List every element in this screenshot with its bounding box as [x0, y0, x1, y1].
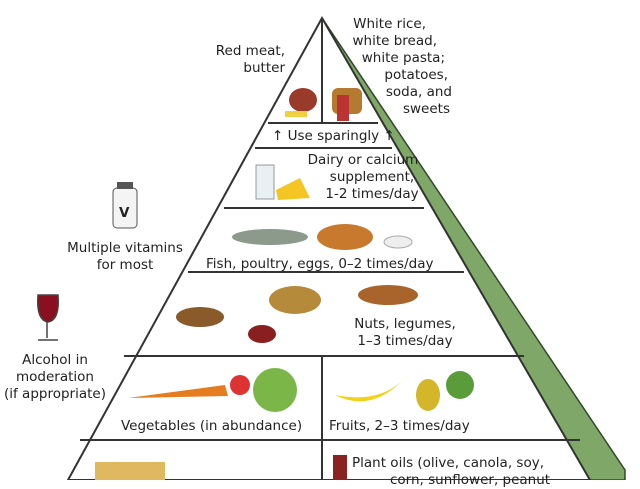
label-alcohol: Alcohol in moderation (if appropriate) [2, 352, 108, 403]
label-line: 1-2 times/day [325, 186, 419, 202]
label-line: Alcohol in [22, 352, 88, 368]
soda-can-image [337, 95, 349, 121]
banana-image [335, 372, 410, 402]
label-line: for most [96, 257, 154, 273]
label-line: (if appropriate) [4, 386, 106, 402]
label-line: white bread, [352, 33, 437, 49]
pear-image [416, 379, 440, 411]
eggs-image [383, 235, 413, 249]
ham-image [289, 88, 317, 112]
label-line: Dairy or calcium [307, 152, 419, 168]
label-line: soda, and [385, 84, 452, 100]
label-line: supplement, [329, 169, 415, 185]
label-line: Nuts, legumes, [354, 316, 456, 332]
label-vitamins: Multiple vitamins for most [60, 240, 190, 274]
fish-image [232, 229, 308, 245]
vitamin-cap [117, 182, 133, 189]
pyramid-front [66, 15, 592, 480]
label-use-sparingly: ↑ Use sparingly ↑ [272, 128, 395, 144]
tier-dividers [80, 18, 580, 480]
label-red-meat: Red meat, butter [210, 43, 285, 77]
label-line: sweets [402, 101, 450, 117]
label-fish: Fish, poultry, eggs, 0–2 times/day [206, 256, 434, 272]
label-dairy: Dairy or calcium supplement, 1-2 times/d… [298, 152, 428, 203]
kidney-beans-image [248, 325, 276, 343]
grapes-image [446, 371, 474, 399]
label-line: moderation [16, 369, 94, 385]
legumes-image [269, 286, 321, 314]
butter-image [285, 111, 307, 117]
label-vegetables: Vegetables (in abundance) [121, 418, 303, 434]
wine-glass-image [36, 294, 60, 341]
milk-glass-image [255, 164, 275, 200]
label-line: corn, sunflower, peanut [390, 472, 551, 488]
food-illustrations [36, 88, 474, 480]
chicken-image [317, 224, 373, 250]
nuts-image [176, 307, 224, 327]
label-plant-oils: Plant oils (olive, canola, soy, corn, su… [352, 455, 550, 489]
label-line: butter [243, 60, 285, 76]
label-line: White rice, [353, 16, 426, 32]
label-line: Multiple vitamins [67, 240, 183, 256]
label-line: white pasta; [361, 50, 445, 66]
label-line: 1–3 times/day [357, 333, 453, 349]
tomato-image [230, 375, 250, 395]
label-line: Red meat, [215, 43, 285, 59]
beans-image [358, 285, 418, 305]
label-fruits: Fruits, 2–3 times/day [329, 418, 470, 434]
label-line: Plant oils (olive, canola, soy, [352, 455, 544, 471]
oil-bottle-image [333, 455, 347, 480]
vitamin-letter: V [119, 205, 130, 221]
bread-grain-image [95, 462, 165, 480]
label-line: potatoes, [384, 67, 448, 83]
label-white-rice: White rice, white bread, white pasta; po… [330, 16, 452, 118]
cheese-image [276, 178, 310, 200]
cabbage-image [253, 368, 297, 412]
carrot-image [128, 385, 228, 398]
label-nuts: Nuts, legumes, 1–3 times/day [350, 316, 460, 350]
use-sparingly-text: Use sparingly [287, 128, 380, 144]
